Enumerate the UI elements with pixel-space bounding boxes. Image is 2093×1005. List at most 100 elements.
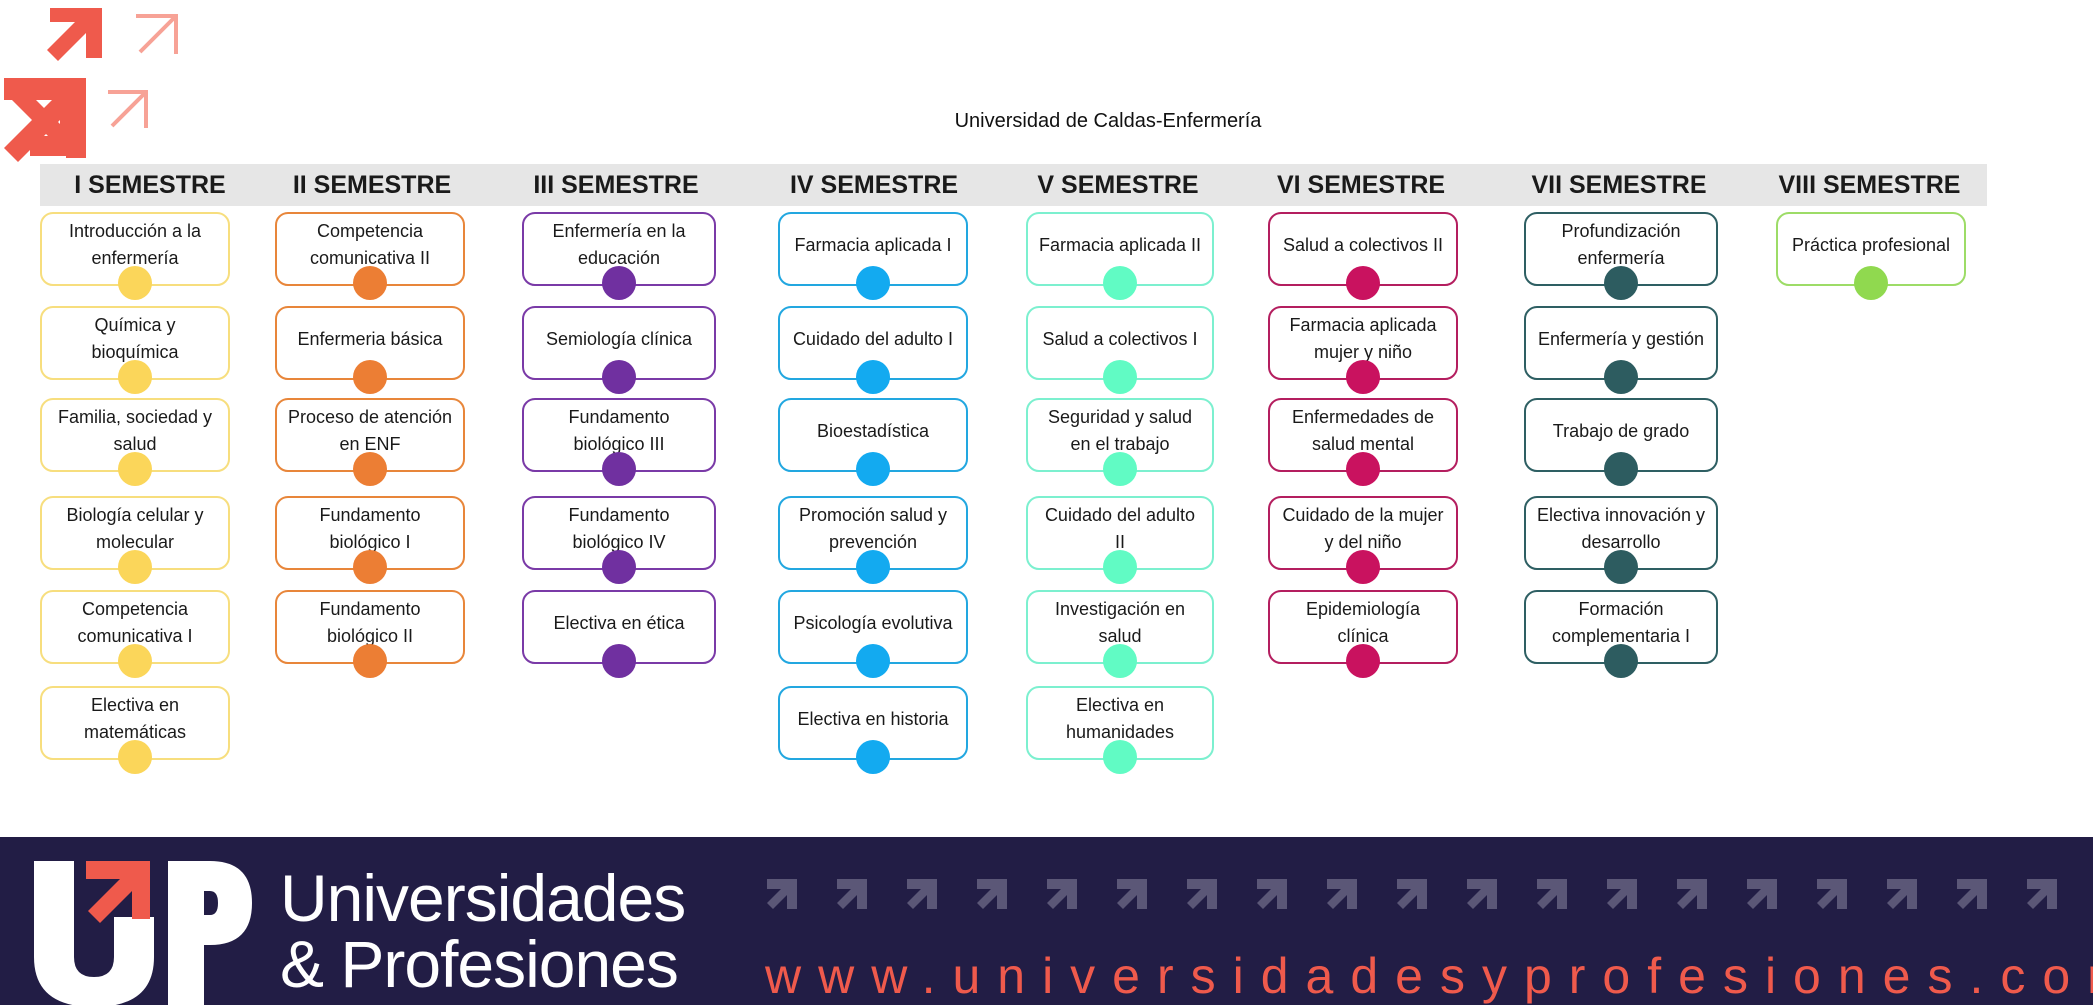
course-box: Electiva en humanidades <box>1026 686 1214 774</box>
course-name: Formación complementaria I <box>1551 599 1691 646</box>
course-name: Competencia comunicativa I <box>77 599 193 646</box>
arrow-icon-big <box>4 78 86 162</box>
course-box: Cuidado de la mujer y del niño <box>1268 496 1458 584</box>
course-box: Semiología clínica <box>522 306 716 394</box>
arrow-icon <box>1257 879 1287 909</box>
course-name: Salud a colectivos II <box>1282 234 1444 255</box>
connector-dot <box>602 550 636 584</box>
connector-dot <box>1346 266 1380 300</box>
arrow-icon <box>1397 879 1427 909</box>
connector-dot <box>856 550 890 584</box>
course-name: Práctica profesional <box>1791 234 1951 255</box>
course-box: Seguridad y salud en el trabajo <box>1026 398 1214 486</box>
connector-dot <box>353 360 387 394</box>
arrow-icon <box>767 879 797 909</box>
arrow-icon <box>1677 879 1707 909</box>
semester-title: I SEMESTRE <box>74 171 226 199</box>
arrow-icon <box>1537 879 1567 909</box>
course-box: Profundización enfermería <box>1524 212 1718 300</box>
connector-dot <box>602 266 636 300</box>
semester-title: II SEMESTRE <box>292 171 452 199</box>
course-name: Cuidado del adulto I <box>792 328 954 349</box>
connector-dot <box>1103 452 1137 486</box>
course-box: Trabajo de grado <box>1524 398 1718 486</box>
arrow-outline-icon-2 <box>108 90 148 128</box>
up-logo <box>34 861 252 1005</box>
connector-dot <box>856 740 890 774</box>
course-name: Cuidado de la mujer y del niño <box>1282 505 1444 552</box>
course-name: Introducción a la enfermería <box>68 221 202 268</box>
course-name: Cuidado del adulto II <box>1044 505 1196 552</box>
connector-dot <box>118 266 152 300</box>
course-name: Farmacia aplicada II <box>1038 234 1202 255</box>
course-name: Bioestadística <box>816 420 930 441</box>
course-box: Práctica profesional <box>1776 212 1966 300</box>
course-name: Enfermeria básica <box>297 328 443 349</box>
course-box: Enfermeria básica <box>275 306 465 394</box>
course-name: Química y bioquímica <box>91 315 179 362</box>
connector-dot <box>1346 452 1380 486</box>
website-url: www.universidadesyprofesiones.com <box>765 948 2093 1004</box>
brand-line-1: Universidades <box>280 861 686 935</box>
course-box: Enfermería en la educación <box>522 212 716 300</box>
connector-dot <box>1103 550 1137 584</box>
arrow-icon <box>1887 879 1917 909</box>
course-name: Epidemiología clínica <box>1305 599 1421 646</box>
course-box: Electiva innovación y desarrollo <box>1524 496 1718 584</box>
course-name: Electiva en matemáticas <box>83 695 187 742</box>
brand-line-2: & Profesiones <box>280 927 679 1001</box>
course-name: Profundización enfermería <box>1561 221 1681 268</box>
course-box: Electiva en historia <box>778 686 968 774</box>
course-box: Cuidado del adulto II <box>1026 496 1214 584</box>
course-box: Enfermedades de salud mental <box>1268 398 1458 486</box>
connector-dot <box>1346 360 1380 394</box>
p-letter-icon <box>168 861 252 1005</box>
brand-name: Universidades & Profesiones <box>280 861 686 1001</box>
course-box: Competencia comunicativa II <box>275 212 465 300</box>
course-box: Enfermería y gestión <box>1524 306 1718 394</box>
arrow-icon <box>907 879 937 909</box>
course-box: Salud a colectivos I <box>1026 306 1214 394</box>
arrow-icon <box>1117 879 1147 909</box>
connector-dot <box>1604 266 1638 300</box>
course-box: Biología celular y molecular <box>40 496 230 584</box>
course-box: Salud a colectivos II <box>1268 212 1458 300</box>
arrow-icon <box>47 8 102 61</box>
connector-dot <box>1604 550 1638 584</box>
connector-dot <box>1604 644 1638 678</box>
course-box: Fundamento biológico III <box>522 398 716 486</box>
course-name: Competencia comunicativa II <box>309 221 431 268</box>
course-name: Farmacia aplicada mujer y niño <box>1289 315 1437 362</box>
course-name: Salud a colectivos I <box>1042 328 1198 349</box>
connector-dot <box>353 452 387 486</box>
course-name: Electiva innovación y desarrollo <box>1536 505 1706 552</box>
connector-dot <box>118 740 152 774</box>
arrow-icon <box>1957 879 1987 909</box>
course-name: Farmacia aplicada I <box>794 234 952 255</box>
semester-title: VIII SEMESTRE <box>1778 171 1961 199</box>
connector-dot <box>353 266 387 300</box>
course-name: Fundamento biológico III <box>568 407 670 454</box>
connector-dot <box>1854 266 1888 300</box>
arrow-icon <box>1607 879 1637 909</box>
course-name: Promoción salud y prevención <box>798 505 948 552</box>
course-box: Formación complementaria I <box>1524 590 1718 678</box>
course-name: Fundamento biológico II <box>319 599 421 646</box>
course-box: Psicología evolutiva <box>778 590 968 678</box>
course-box: Electiva en matemáticas <box>40 686 230 774</box>
connector-dot <box>118 452 152 486</box>
course-name: Seguridad y salud en el trabajo <box>1047 407 1193 454</box>
course-name: Investigación en salud <box>1054 599 1186 646</box>
semester-title: VI SEMESTRE <box>1276 171 1446 199</box>
course-name: Electiva en historia <box>797 708 949 729</box>
connector-dot <box>856 360 890 394</box>
connector-dot <box>1103 266 1137 300</box>
course-box: Electiva en ética <box>522 590 716 678</box>
connector-dot <box>118 550 152 584</box>
connector-dot <box>602 452 636 486</box>
brand-arrows-logo <box>4 8 178 162</box>
connector-dot <box>353 644 387 678</box>
course-box: Introducción a la enfermería <box>40 212 230 300</box>
course-name: Enfermedades de salud mental <box>1291 407 1435 454</box>
course-name: Enfermería y gestión <box>1537 328 1705 349</box>
